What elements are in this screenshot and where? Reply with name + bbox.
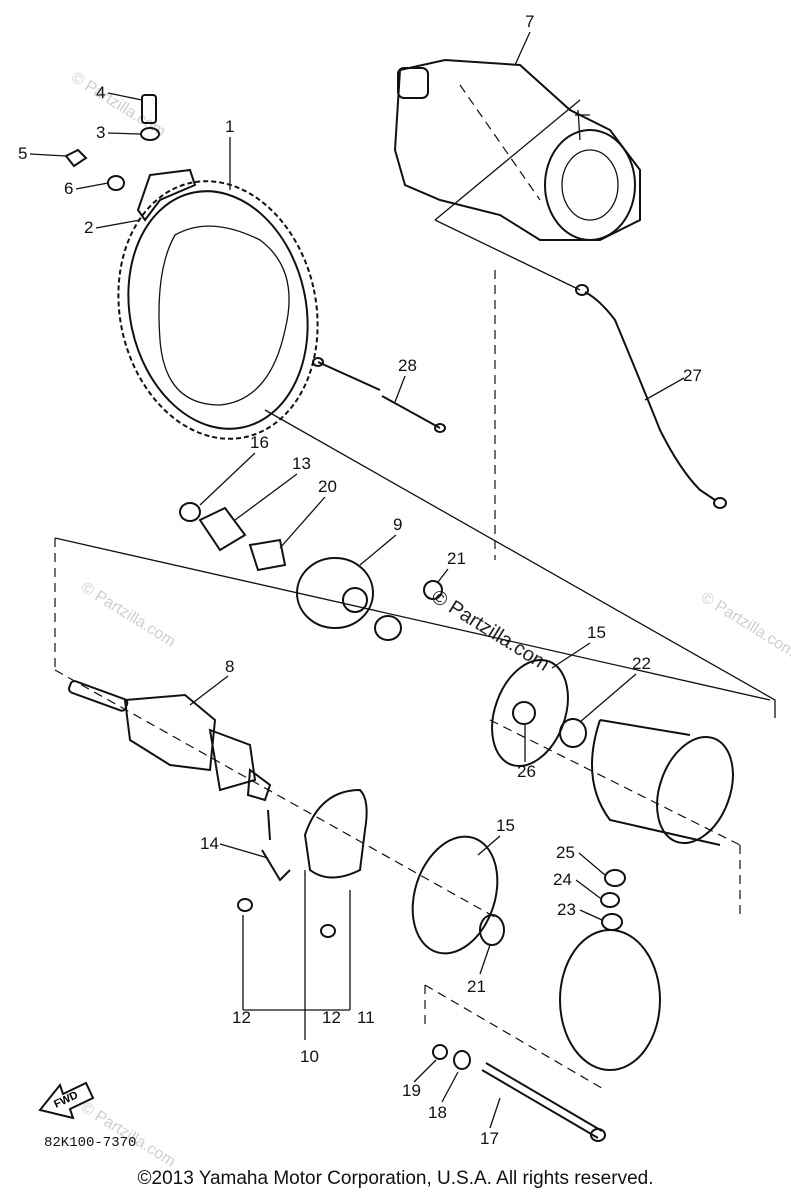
callout-21: 21 (447, 549, 466, 568)
callout-15b: 15 (496, 816, 515, 835)
callout-10: 10 (300, 1047, 319, 1066)
callout-2: 2 (84, 218, 93, 237)
callout-4: 4 (96, 83, 105, 102)
callout-3: 3 (96, 123, 105, 142)
watermark: © Partzilla.com (427, 586, 553, 676)
callout-8: 8 (225, 657, 234, 676)
end-cover (432, 869, 661, 1142)
callout-27: 27 (683, 366, 702, 385)
armature (68, 680, 272, 802)
starter-motor-assembly (393, 58, 641, 291)
callout-1: 1 (225, 117, 234, 136)
callout-21b: 21 (467, 977, 486, 996)
callout-13: 13 (292, 454, 311, 473)
callout-28: 28 (398, 356, 417, 375)
fwd-label: FWD (52, 1089, 80, 1110)
callout-17: 17 (480, 1129, 499, 1148)
watermark: © Partzilla.com (698, 589, 791, 661)
callout-15: 15 (587, 623, 606, 642)
clutch-parts (179, 502, 443, 641)
callout-7: 7 (525, 12, 534, 31)
callout-25: 25 (556, 843, 575, 862)
callout-9: 9 (393, 515, 402, 534)
callout-5: 5 (18, 144, 27, 163)
callout-12b: 12 (322, 1008, 341, 1027)
callouts: 1 2 3 4 5 6 7 8 9 10 11 12 12 13 14 15 1… (18, 12, 702, 1148)
callout-24: 24 (553, 870, 572, 889)
brush-holder (237, 788, 368, 1040)
watermark: © Partzilla.com (78, 579, 178, 651)
callout-26: 26 (517, 762, 536, 781)
bracket (64, 94, 197, 222)
callout-12: 12 (232, 1008, 251, 1027)
watermark: © Partzilla.com (68, 69, 168, 141)
callout-11: 11 (357, 1008, 375, 1027)
ring-gear (117, 180, 319, 440)
callout-18: 18 (428, 1103, 447, 1122)
callout-22: 22 (632, 654, 651, 673)
callout-19: 19 (402, 1081, 421, 1100)
callout-23: 23 (557, 900, 576, 919)
lead-wire (312, 357, 446, 433)
callout-6: 6 (64, 179, 73, 198)
diagram-code: 82K100-7370 (44, 1135, 136, 1151)
starter-cable (575, 284, 727, 509)
callout-16: 16 (250, 433, 269, 452)
callout-14: 14 (200, 834, 219, 853)
callout-20: 20 (318, 477, 337, 496)
copyright-notice: ©2013 Yamaha Motor Corporation, U.S.A. A… (137, 1168, 654, 1189)
explode-lines (54, 270, 776, 1091)
yoke-housing (591, 719, 734, 846)
seals (411, 658, 587, 955)
